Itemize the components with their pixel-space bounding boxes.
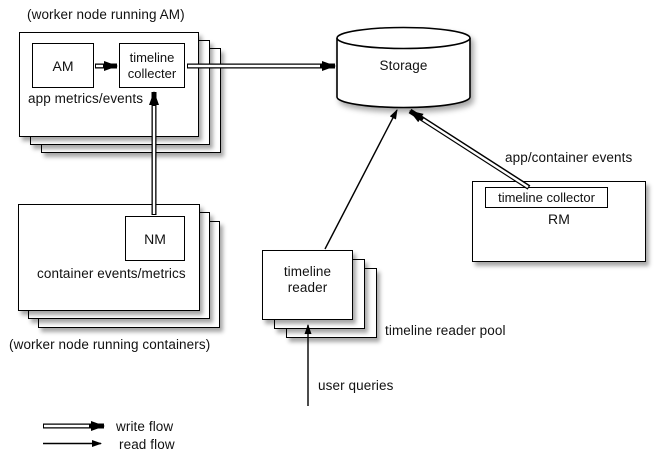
timeline-collector-rm-label: timeline collector xyxy=(498,190,595,205)
timeline-collector-am-box: timeline collecter xyxy=(119,43,185,88)
timeline-reader-label: timeline reader xyxy=(283,264,332,295)
rm-label: RM xyxy=(548,211,570,227)
timeline-reader-pool-label: timeline reader pool xyxy=(385,323,506,338)
nm-label: NM xyxy=(144,230,166,247)
am-label: AM xyxy=(52,57,74,74)
container-events-metrics-label: container events/metrics xyxy=(37,266,186,281)
legend-read-flow-label: read flow xyxy=(119,437,175,452)
am-box: AM xyxy=(32,43,94,88)
storage-cylinder-shape xyxy=(336,26,471,109)
worker-containers-note: (worker node running containers) xyxy=(9,337,211,352)
timeline-reader-box xyxy=(262,250,353,320)
legend-write-flow-label: write flow xyxy=(116,419,174,434)
app-container-events-label: app/container events xyxy=(505,150,633,165)
user-queries-label: user queries xyxy=(318,378,394,393)
storage-label: Storage xyxy=(379,58,428,73)
nm-box: NM xyxy=(125,216,185,261)
worker-am-note: (worker node running AM) xyxy=(27,7,185,22)
timeline-collector-rm-box: timeline collector xyxy=(485,187,608,208)
app-metrics-events-label: app metrics/events xyxy=(28,91,144,106)
timeline-collector-am-label: timeline collecter xyxy=(127,50,177,81)
